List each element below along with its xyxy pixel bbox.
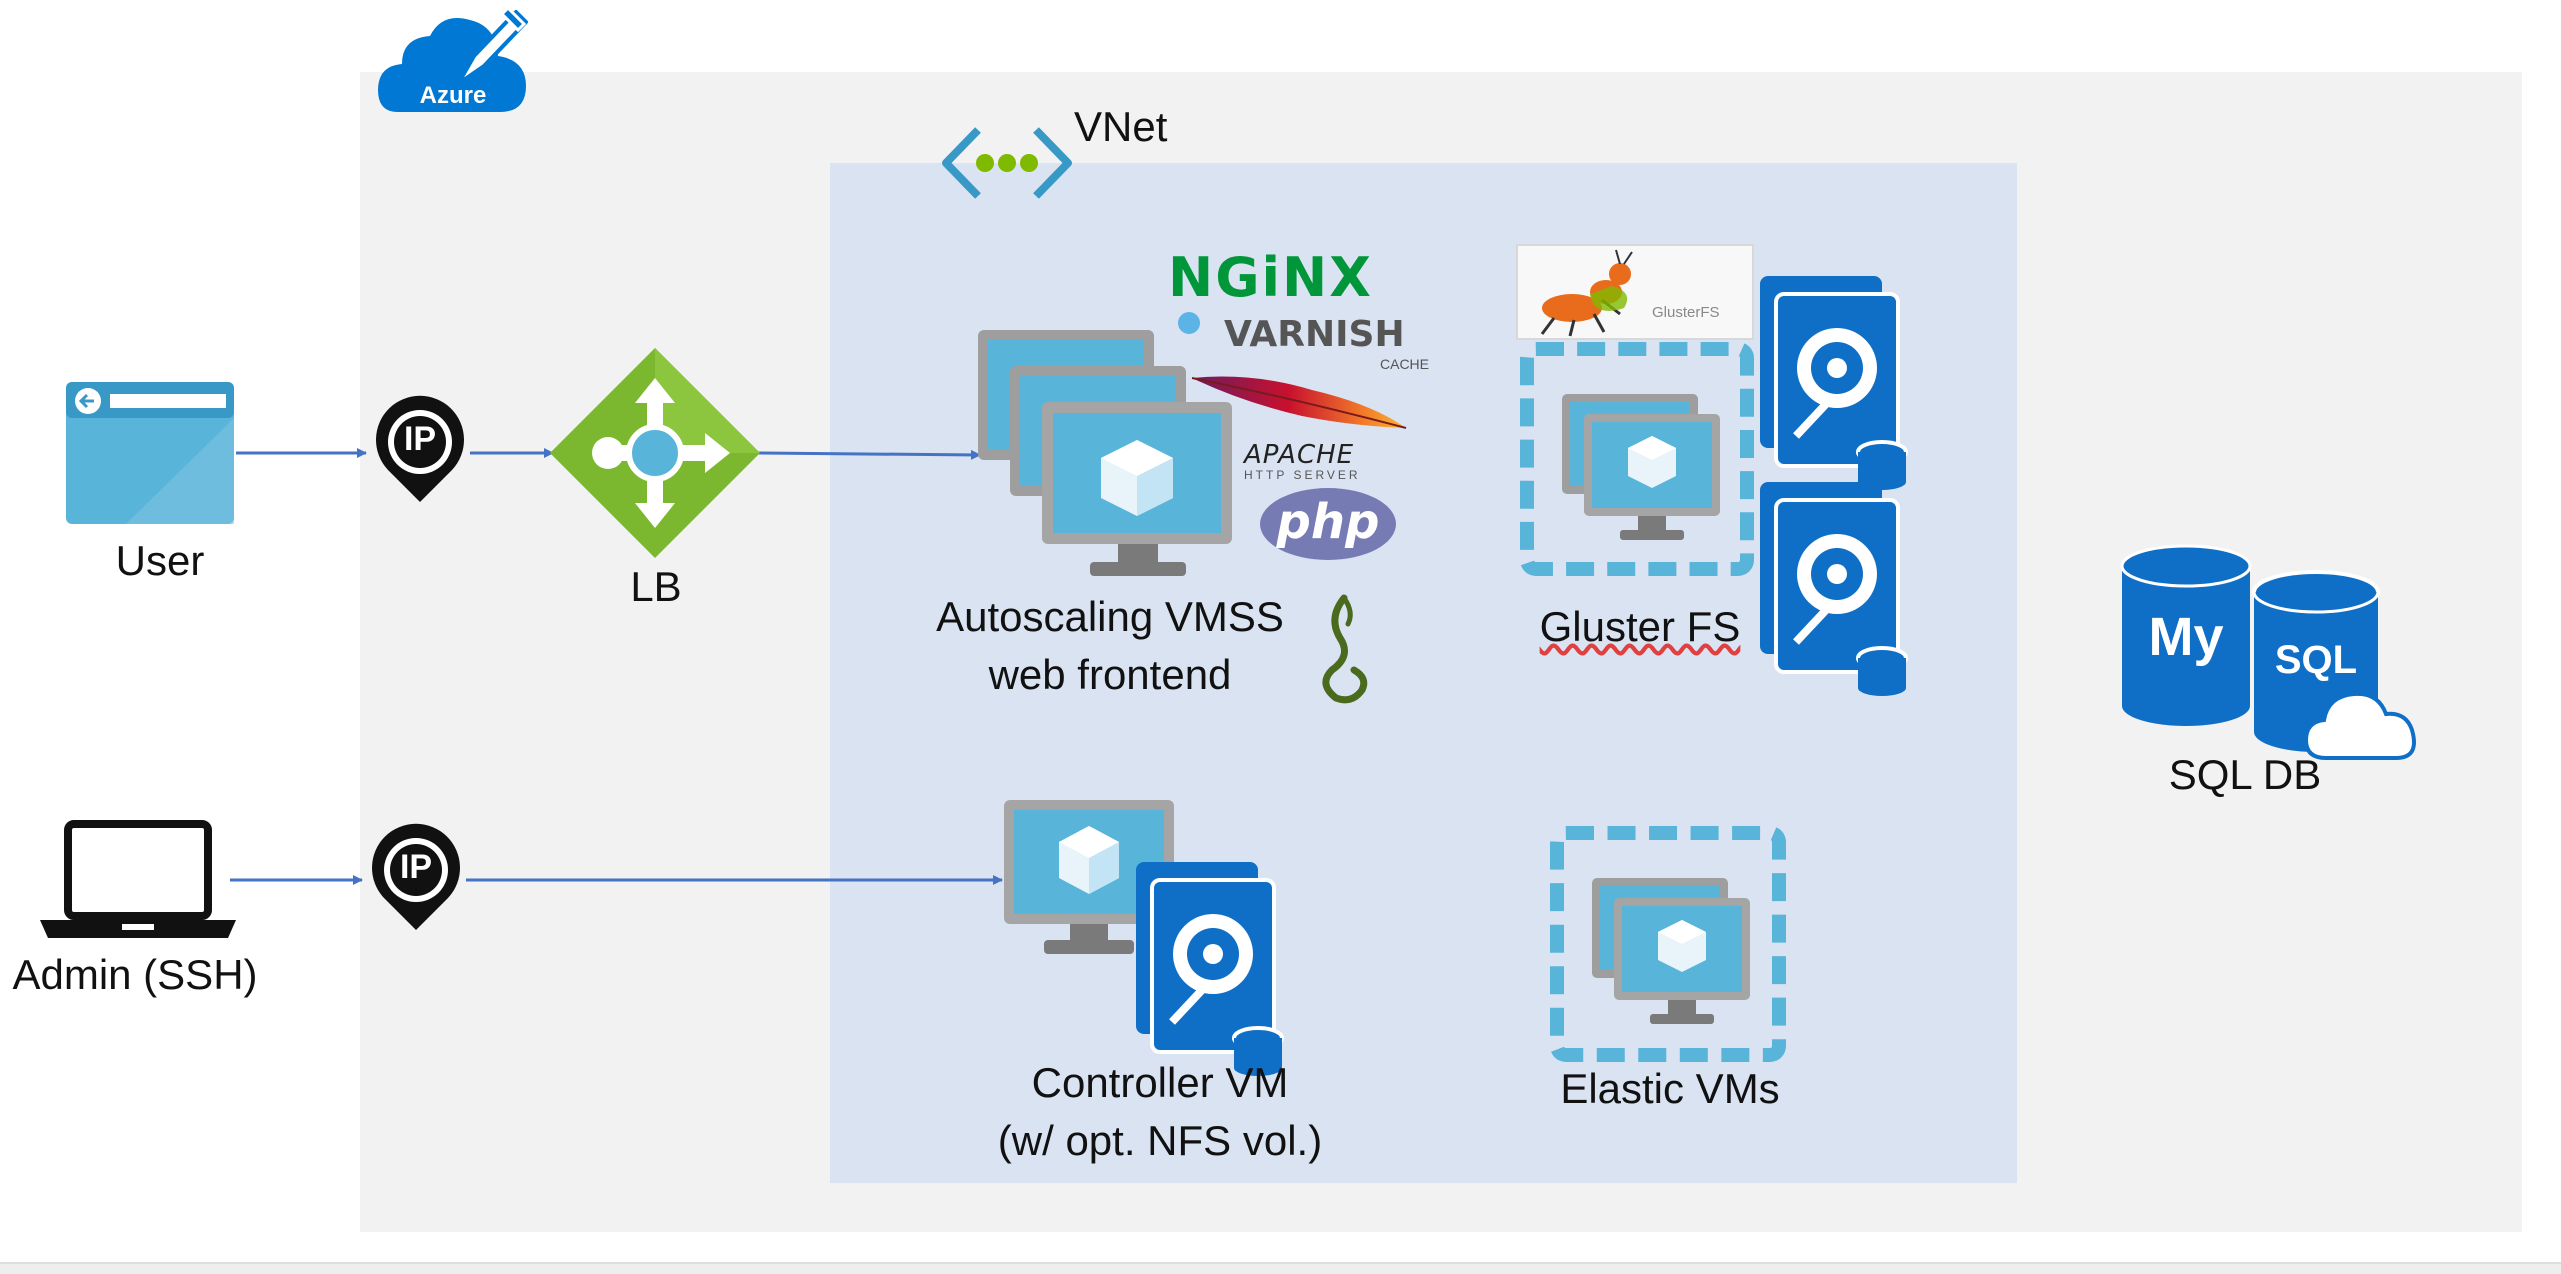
- vmss-virtual-machine-icon: [978, 330, 1232, 580]
- php-logo: php: [1260, 488, 1396, 560]
- browser-window-icon: [66, 382, 234, 524]
- managed-disk-icon: [1756, 276, 1908, 490]
- php-text: php: [1276, 494, 1380, 550]
- azure-cloud-icon: Azure: [378, 4, 528, 116]
- sqldb-label: SQL DB: [2168, 751, 2322, 798]
- elastic-label: Elastic VMs: [1560, 1065, 1780, 1112]
- mysql-database-icon: My SQL: [2120, 544, 2436, 776]
- varnish-logo: VARNISH: [1224, 314, 1405, 355]
- varnish-sub: CACHE: [1380, 356, 1430, 372]
- user-label: User: [115, 537, 205, 584]
- controller-virtual-machine-icon: [1004, 800, 1194, 960]
- vmss-label-line1: Autoscaling VMSS: [936, 593, 1284, 640]
- mysql-my-text: My: [2148, 607, 2224, 667]
- apache-logo: APACHE: [1244, 440, 1355, 470]
- glusterfs-logo: GlusterFS: [1516, 244, 1754, 340]
- managed-disk-icon: [1756, 482, 1908, 696]
- controller-label-line1: Controller VM: [1031, 1059, 1289, 1106]
- apache-feather-icon: [1191, 368, 1408, 436]
- glusterfs-logo-text: GlusterFS: [1652, 304, 1720, 321]
- gluster-label: Gluster FS: [1539, 603, 1741, 650]
- vnet-label: VNet: [1074, 103, 1168, 150]
- load-balancer-icon: [550, 348, 760, 558]
- elastic-scale-set-icon: [1550, 826, 1786, 1062]
- apache-sub: HTTP SERVER: [1244, 468, 1361, 482]
- bottom-edge: [0, 1262, 2561, 1274]
- laptop-icon: [40, 820, 236, 940]
- public-ip-pin-icon: IP: [370, 823, 462, 932]
- vnet-icon: [942, 126, 1072, 200]
- arrow-lb-to-vmss: [757, 449, 981, 460]
- public-ip-pin-icon: IP: [374, 395, 466, 504]
- ip-user-text: IP: [403, 420, 437, 458]
- mysql-sql-text: SQL: [2274, 638, 2358, 682]
- gluster-scale-set-icon: [1520, 342, 1754, 576]
- nginx-logo: NGiNX: [1168, 246, 1373, 309]
- ip-admin-text: IP: [399, 848, 433, 886]
- lb-label: LB: [630, 563, 682, 610]
- vmss-label-line2: web frontend: [988, 651, 1232, 698]
- moodle-symbol-icon: [1318, 594, 1370, 704]
- azure-label: Azure: [419, 82, 487, 109]
- admin-label: Admin (SSH): [12, 951, 258, 998]
- varnish-bubble-icon: [1178, 312, 1200, 334]
- managed-disk-icon: [1132, 862, 1284, 1076]
- controller-label-line2: (w/ opt. NFS vol.): [997, 1117, 1323, 1164]
